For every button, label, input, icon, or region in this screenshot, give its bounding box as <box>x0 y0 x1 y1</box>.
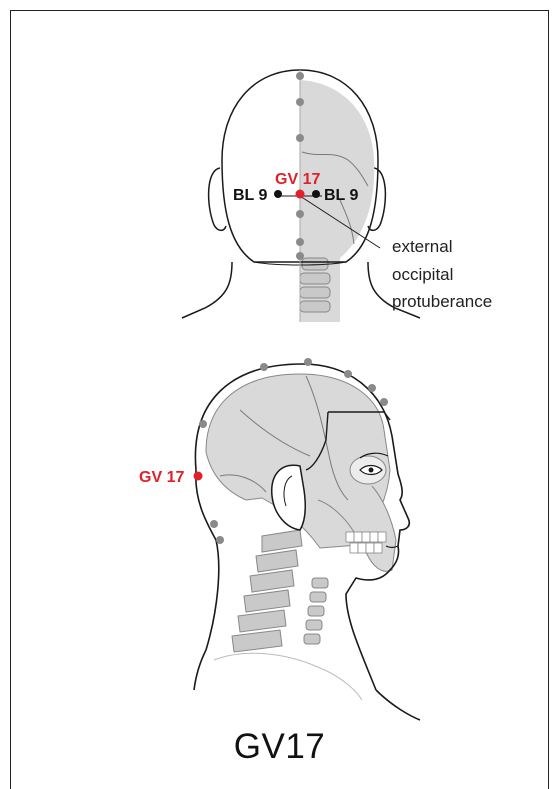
gv17-label-back: GV 17 <box>275 171 320 188</box>
gv17-point-side <box>194 472 203 481</box>
gv17-label-side: GV 17 <box>139 469 184 486</box>
annotation-text: external occipital protuberance <box>392 237 492 311</box>
bl9-right-point <box>312 190 320 198</box>
bl9-right-label: BL 9 <box>324 187 358 204</box>
bl9-left-point <box>274 190 282 198</box>
gv17-point-back <box>296 190 305 199</box>
figure-caption: GV17 <box>0 727 559 767</box>
side-view-head <box>194 364 420 720</box>
bl9-left-label: BL 9 <box>233 187 267 204</box>
